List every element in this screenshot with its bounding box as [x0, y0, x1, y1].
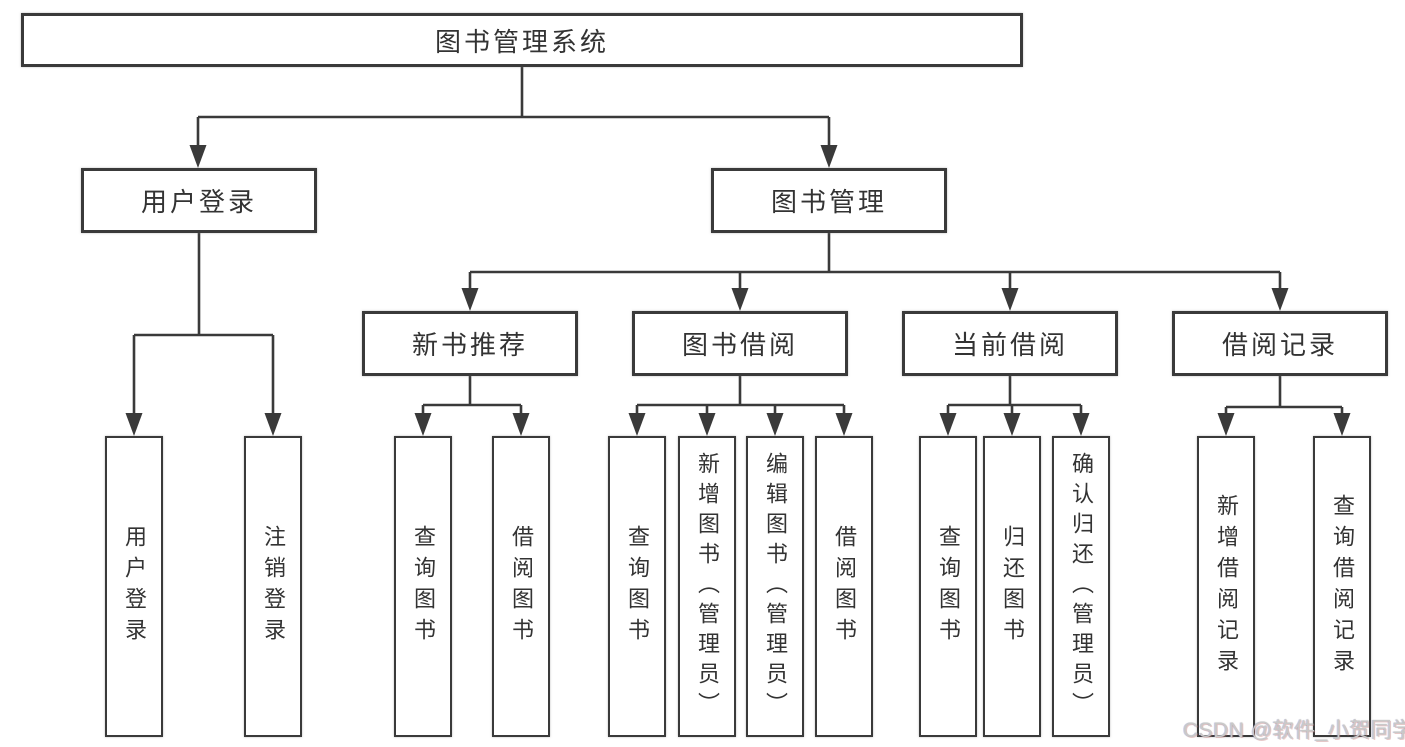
node-borrowing-records: 借阅记录: [1172, 311, 1388, 376]
node-label: 新增借阅记录: [1214, 493, 1239, 680]
node-label: 用户登录: [140, 187, 257, 217]
node-label: 当前借阅: [951, 330, 1068, 360]
leaf-add-borrow-record: 新增借阅记录: [1197, 436, 1255, 737]
leaf-borrow-books: 借阅图书: [815, 436, 873, 737]
leaf-borrow-books-recommend: 借阅图书: [492, 436, 550, 737]
node-label: 图书借阅: [681, 330, 798, 360]
arrowheads: [125, 145, 1351, 436]
node-label: 查询图书: [936, 524, 961, 649]
node-user-login-branch: 用户登录: [81, 168, 317, 233]
node-book-management-branch: 图书管理: [711, 168, 947, 233]
leaf-logout: 注销登录: [244, 436, 302, 737]
csdn-watermark: CSDN @软件_小贺同学: [1183, 719, 1405, 742]
node-label: 借阅图书: [509, 524, 534, 649]
node-label: 确认归还（管理员）: [1069, 451, 1094, 722]
leaf-query-books-current: 查询图书: [919, 436, 977, 737]
node-label: 用户登录: [122, 524, 147, 649]
node-current-borrowing: 当前借阅: [902, 311, 1118, 376]
leaf-query-books-recommend: 查询图书: [394, 436, 452, 737]
node-label: 注销登录: [261, 524, 286, 649]
node-label: 图书管理系统: [434, 26, 609, 57]
node-label: 归还图书: [1000, 524, 1025, 649]
node-label: 图书管理: [770, 187, 887, 217]
node-new-book-recommendation: 新书推荐: [362, 311, 578, 376]
leaf-user-login: 用户登录: [105, 436, 163, 737]
leaf-confirm-return-admin: 确认归还（管理员）: [1052, 436, 1110, 737]
leaf-edit-books-admin: 编辑图书（管理员）: [746, 436, 804, 737]
node-label: 编辑图书（管理员）: [763, 451, 788, 722]
leaf-query-books-borrow: 查询图书: [608, 436, 666, 737]
node-label: 查询图书: [625, 524, 650, 649]
node-book-borrowing: 图书借阅: [632, 311, 848, 376]
node-label: 查询图书: [411, 524, 436, 649]
node-label: 借阅图书: [832, 524, 857, 649]
node-root-system: 图书管理系统: [21, 13, 1023, 67]
node-label: 查询借阅记录: [1330, 493, 1355, 680]
node-label: 新书推荐: [411, 330, 528, 360]
leaf-query-borrow-record: 查询借阅记录: [1313, 436, 1371, 737]
node-label: 借阅记录: [1221, 330, 1338, 360]
leaf-return-books: 归还图书: [983, 436, 1041, 737]
leaf-add-books-admin: 新增图书（管理员）: [678, 436, 736, 737]
node-label: 新增图书（管理员）: [695, 451, 720, 722]
